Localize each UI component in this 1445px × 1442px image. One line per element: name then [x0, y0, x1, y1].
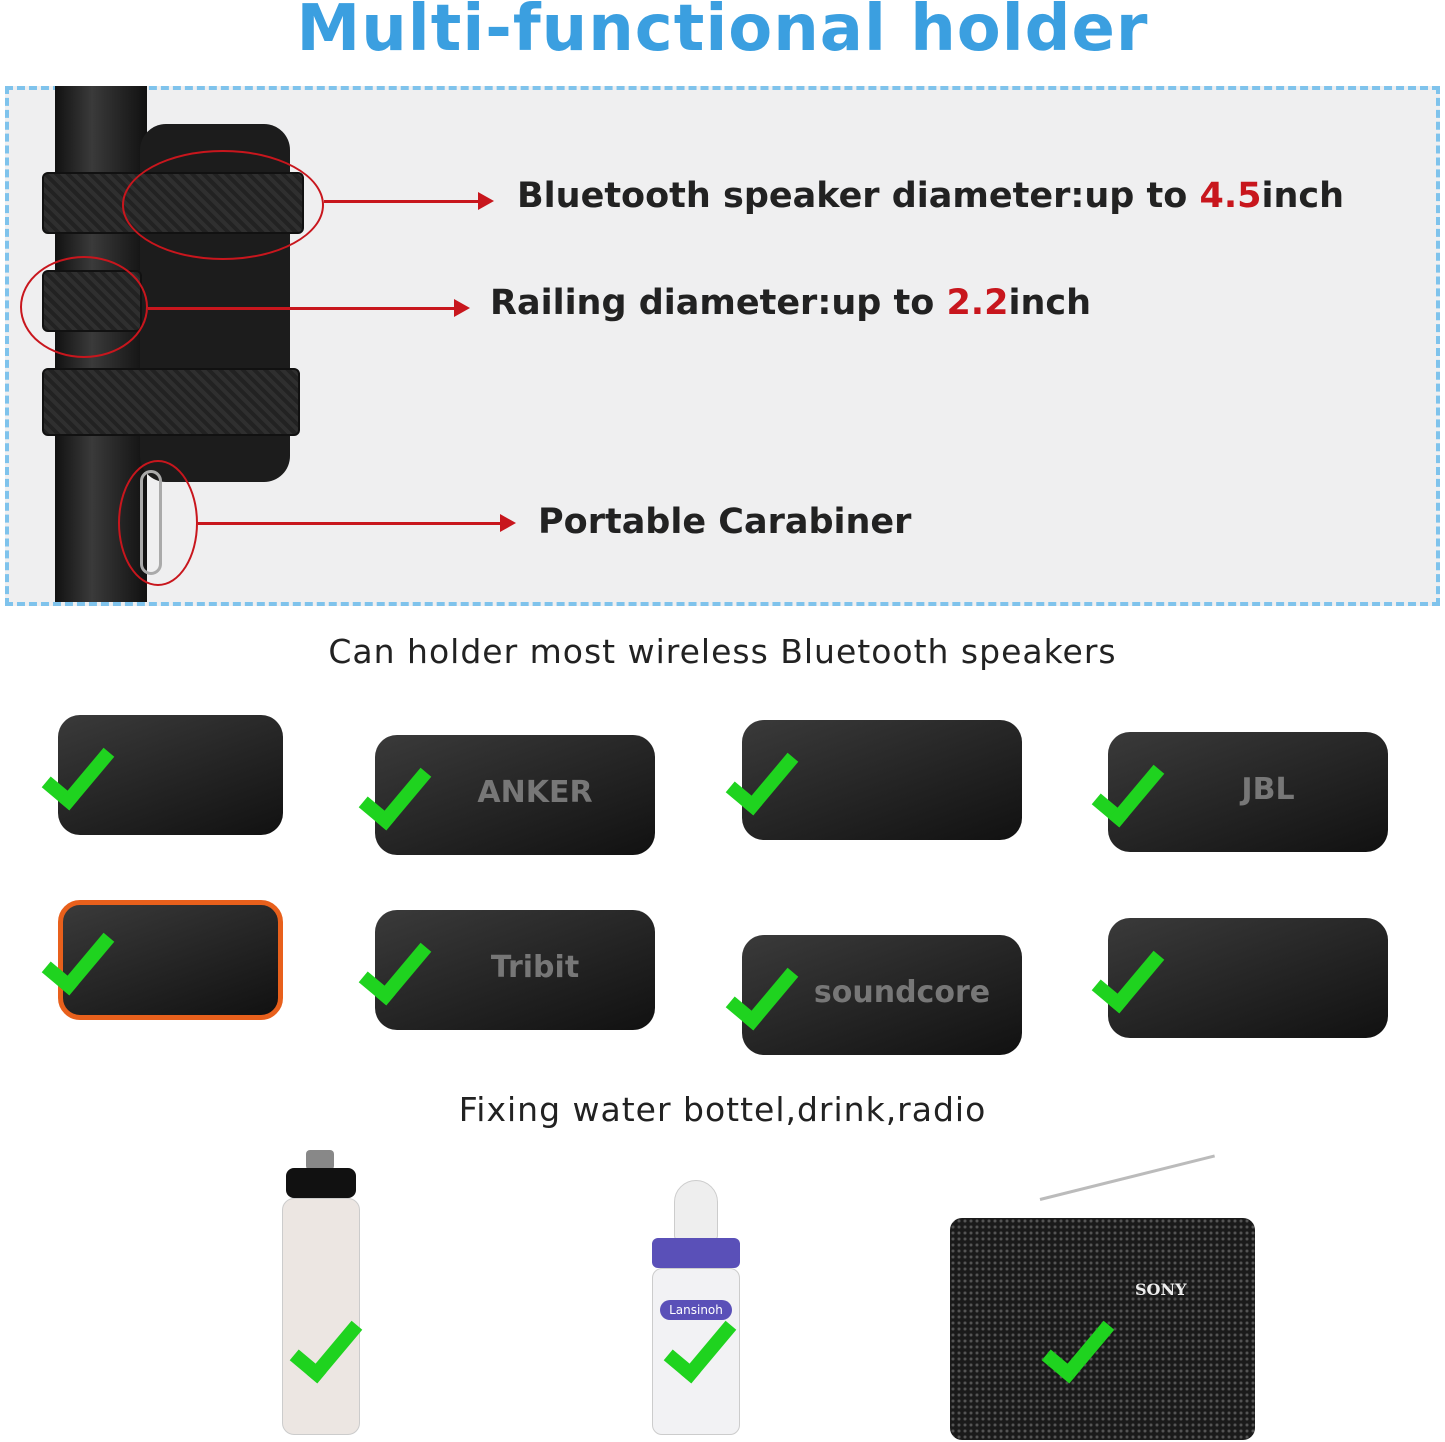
items-caption: Fixing water bottel,drink,radio [458, 1090, 987, 1129]
baby-bottle: Lansinoh [650, 1180, 742, 1435]
page-title: Multi-functional holder [296, 0, 1149, 66]
railing-circle [20, 256, 148, 358]
speaker-7: soundcore [722, 915, 1022, 1065]
speaker-brand: ANKER [477, 775, 593, 810]
arrow-icon [198, 514, 516, 532]
speaker-4: JBL [1088, 712, 1388, 862]
speaker-1 [38, 695, 283, 845]
speaker-5 [38, 880, 283, 1030]
lansinoh-logo: Lansinoh [660, 1300, 732, 1320]
carabiner-circle [118, 460, 198, 586]
speaker-brand: JBL [1241, 772, 1295, 807]
speakers-caption: Can holder most wireless Bluetooth speak… [328, 632, 1117, 671]
speaker-diameter-label: Bluetooth speaker diameter:up to 4.5inch [517, 176, 1345, 216]
arrow-icon [324, 192, 494, 210]
speaker-circle [122, 150, 324, 260]
water-bottle [278, 1150, 364, 1435]
arrow-icon [148, 299, 470, 317]
strap-bottom [42, 368, 300, 436]
carabiner-label: Portable Carabiner [538, 502, 912, 542]
speaker-6: Tribit [355, 890, 655, 1040]
radio: SONY [950, 1154, 1255, 1440]
speaker-brand: soundcore [813, 975, 991, 1010]
speaker-brand: Tribit [490, 950, 580, 985]
speaker-2: ANKER [355, 715, 655, 865]
railing-diameter-label: Railing diameter:up to 2.2inch [490, 283, 1092, 323]
speaker-8 [1088, 898, 1388, 1048]
sony-logo: SONY [1135, 1280, 1187, 1299]
speaker-3 [722, 700, 1022, 850]
